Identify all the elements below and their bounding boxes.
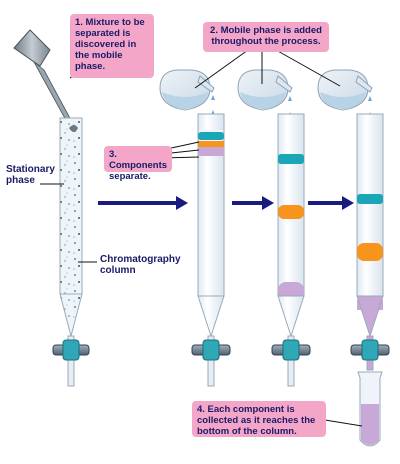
column-3 — [237, 69, 311, 387]
callout-step-4: 4. Each component is collected as it rea… — [192, 401, 326, 437]
label-stationary-phase: Stationary phase — [6, 164, 55, 186]
arrow-right-icon — [232, 196, 274, 210]
component-orange-band — [198, 141, 224, 147]
component-orange-band — [278, 205, 304, 219]
label-chromatography-column: Chromatography column — [100, 254, 181, 276]
flask-icon — [317, 69, 373, 117]
stopcock-valve — [52, 339, 90, 361]
callout-step-1: 1. Mixture to be separated is discovered… — [70, 14, 154, 78]
leader-lines — [40, 49, 363, 427]
component-purple-band — [198, 147, 224, 156]
callout-step-3: 3. Components separate. — [104, 146, 172, 182]
flask-icon — [237, 69, 293, 117]
test-tube-icon — [357, 371, 383, 447]
component-teal-band — [357, 194, 383, 204]
component-purple-band — [356, 295, 384, 338]
column-2 — [159, 69, 231, 387]
flow-arrows — [98, 196, 354, 210]
component-orange-band — [357, 243, 383, 261]
column-1 — [13, 29, 90, 387]
arrow-right-icon — [98, 196, 188, 210]
callout-step-2: 2. Mobile phase is added throughout the … — [203, 22, 329, 52]
component-teal-band — [198, 132, 224, 140]
flask-icon — [159, 69, 215, 115]
column-4 — [317, 69, 390, 447]
component-teal-band — [278, 154, 304, 164]
arrow-right-icon — [308, 196, 354, 210]
dropper-icon — [13, 29, 75, 132]
